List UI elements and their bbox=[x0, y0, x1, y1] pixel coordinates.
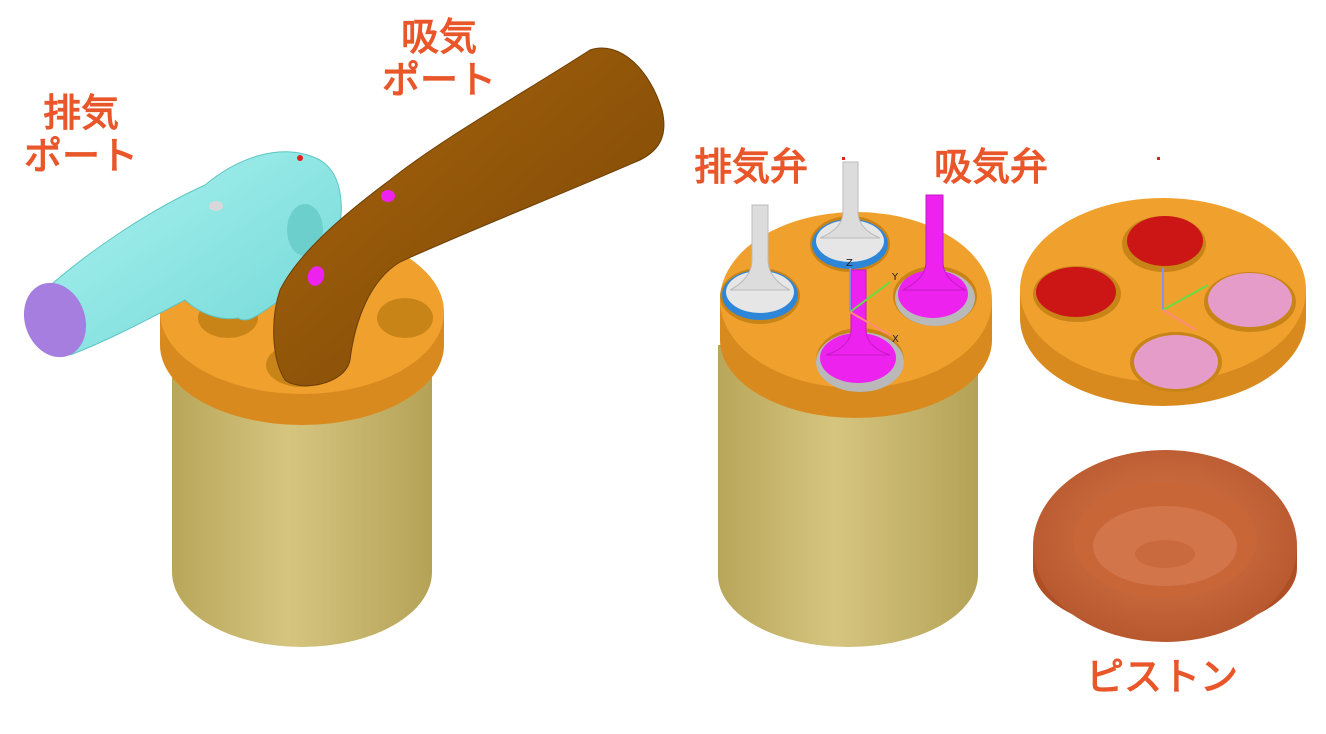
intake-port-label: 吸気 ポート bbox=[382, 16, 496, 101]
intake-port-label-line2: ポート bbox=[382, 57, 497, 102]
exhaust-port-label: 排気 ポート bbox=[24, 92, 138, 177]
axis-y-label: Y bbox=[891, 272, 899, 283]
right-assembly bbox=[1020, 157, 1306, 642]
axis-triad-middle: Z Y X bbox=[846, 258, 899, 345]
exhaust-valve-label: 排気弁 bbox=[694, 145, 809, 189]
left-assembly bbox=[23, 47, 665, 647]
intake-valve-label: 吸気弁 bbox=[934, 145, 1049, 189]
exhaust-port-label-line1: 排気 bbox=[43, 91, 120, 135]
cylinder-middle bbox=[718, 345, 978, 647]
exhaust-valve-left bbox=[722, 204, 798, 320]
piston-label: ピストン bbox=[1086, 655, 1239, 699]
exhaust-port bbox=[23, 151, 342, 358]
axis-triad-right bbox=[1162, 268, 1209, 331]
exhaust-valve-right bbox=[812, 161, 888, 269]
exhaust-port-label-line2: ポート bbox=[24, 133, 139, 178]
intake-valve-right bbox=[895, 194, 975, 326]
axis-z-label: Z bbox=[846, 258, 853, 269]
cylinder-left bbox=[172, 345, 432, 647]
intake-port bbox=[273, 47, 665, 387]
intake-port-label-line1: 吸気 bbox=[401, 15, 478, 59]
intake-valve-front bbox=[816, 269, 904, 392]
piston bbox=[1033, 450, 1297, 642]
middle-assembly: Z Y X bbox=[718, 157, 992, 647]
axis-x-label: X bbox=[892, 334, 899, 345]
